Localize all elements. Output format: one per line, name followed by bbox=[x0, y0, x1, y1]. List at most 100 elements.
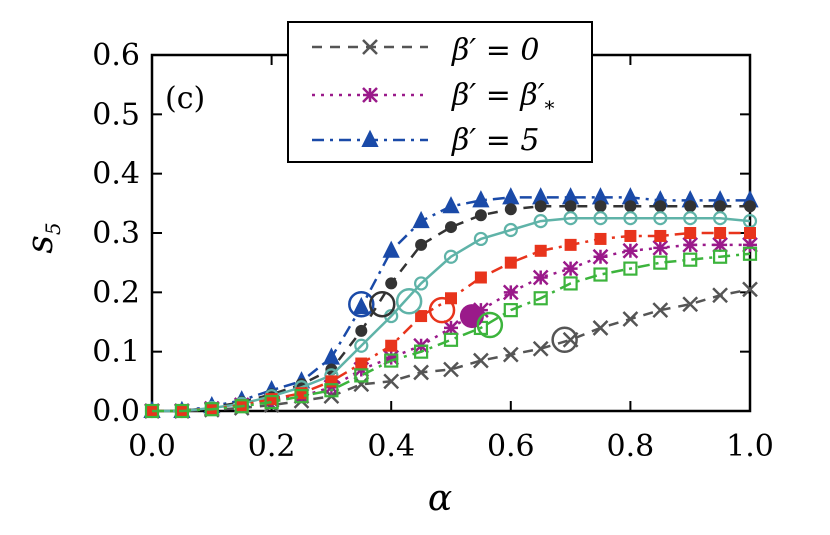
x-marker bbox=[712, 287, 728, 304]
open-circle-marker bbox=[473, 231, 488, 247]
legend-entry-2: β′ = β′* bbox=[451, 78, 555, 120]
y-axis-label-sub: 5 bbox=[41, 222, 65, 235]
asterisk-marker bbox=[502, 284, 519, 301]
x-marker bbox=[383, 373, 400, 390]
open-square-marker bbox=[324, 383, 339, 398]
filled-circle-marker bbox=[564, 200, 577, 213]
open-square-marker bbox=[563, 276, 578, 291]
series-layer bbox=[143, 187, 759, 419]
x-tick-label: 1.0 bbox=[726, 429, 774, 464]
triangle-marker bbox=[361, 129, 379, 147]
highlight-point bbox=[368, 290, 396, 318]
highlight-point bbox=[551, 326, 578, 354]
legend-entry-2-sub: * bbox=[545, 96, 555, 120]
triangle-marker bbox=[442, 196, 460, 214]
asterisk-marker bbox=[562, 260, 579, 277]
y-axis-label-main: s bbox=[20, 235, 61, 253]
filled-circle-marker bbox=[594, 200, 607, 213]
filled-square-marker bbox=[534, 244, 547, 257]
open-square-marker bbox=[503, 303, 518, 318]
filled-square-marker bbox=[445, 292, 457, 305]
highlight-point bbox=[428, 296, 456, 324]
filled-circle-marker bbox=[474, 209, 487, 222]
filled-circle-marker bbox=[684, 200, 697, 213]
open-circle-marker bbox=[354, 338, 369, 353]
y-tick-label: 0.6 bbox=[92, 38, 140, 73]
y-tick-label: 0.4 bbox=[92, 157, 140, 192]
x-axis-label: α bbox=[428, 478, 452, 519]
x-marker bbox=[413, 364, 429, 381]
asterisk-marker bbox=[592, 248, 609, 265]
x-marker bbox=[353, 376, 370, 393]
x-tick-label: 0.0 bbox=[128, 429, 176, 464]
open-square-marker bbox=[683, 252, 698, 267]
open-square-marker bbox=[264, 395, 279, 410]
filled-circle-marker bbox=[744, 200, 756, 213]
filled-square-marker bbox=[325, 375, 338, 388]
filled-square-marker bbox=[624, 229, 637, 242]
x-tick-label: 0.6 bbox=[487, 429, 535, 464]
x-marker bbox=[473, 352, 489, 369]
filled-circle-marker bbox=[714, 200, 727, 213]
asterisk-marker bbox=[712, 236, 728, 253]
legend-entry-2-main: β′ = β′ bbox=[451, 78, 545, 113]
open-square-marker bbox=[384, 353, 399, 368]
legend-entry-3: β′ = 5 bbox=[451, 123, 539, 158]
y-tick-label: 0.5 bbox=[92, 97, 140, 132]
highlight-point bbox=[395, 287, 423, 315]
asterisk-marker bbox=[532, 269, 549, 286]
x-tick-label: 0.4 bbox=[367, 429, 415, 464]
highlight-point bbox=[348, 290, 375, 318]
open-square-marker bbox=[623, 261, 638, 276]
filled-circle-marker bbox=[624, 200, 637, 213]
open-square-marker bbox=[593, 267, 608, 282]
triangle-marker bbox=[382, 240, 400, 258]
open-circle-marker bbox=[712, 211, 728, 226]
asterisk-marker bbox=[682, 236, 699, 253]
asterisk-marker bbox=[652, 239, 669, 256]
open-circle-marker bbox=[443, 249, 459, 264]
filled-square-marker bbox=[714, 227, 727, 239]
asterisk-marker bbox=[622, 242, 639, 259]
filled-circle-marker bbox=[385, 277, 398, 290]
open-square-marker bbox=[653, 255, 668, 270]
x-marker bbox=[443, 361, 459, 378]
series-line bbox=[152, 252, 751, 413]
legend-entry-1: β′ = 0 bbox=[451, 33, 539, 68]
filled-square-marker bbox=[654, 229, 667, 242]
legend-box bbox=[287, 21, 593, 163]
filled-square-marker bbox=[474, 271, 487, 284]
open-circle-marker bbox=[683, 211, 698, 226]
series-line bbox=[152, 288, 751, 413]
filled-square-marker bbox=[385, 339, 398, 352]
x-marker bbox=[622, 311, 639, 327]
x-marker bbox=[502, 346, 519, 363]
asterisk-marker bbox=[362, 87, 378, 103]
open-square-marker bbox=[533, 291, 548, 306]
open-square-marker bbox=[234, 399, 249, 414]
open-circle-marker bbox=[593, 211, 608, 226]
open-circle-marker bbox=[414, 276, 429, 291]
panel-label: (c) bbox=[165, 81, 205, 116]
filled-circle-marker bbox=[355, 324, 368, 337]
y-tick-label: 0.3 bbox=[92, 216, 140, 251]
filled-circle-marker bbox=[445, 221, 457, 234]
open-square-marker bbox=[443, 332, 459, 347]
open-square-marker bbox=[354, 368, 369, 383]
x-marker bbox=[742, 281, 758, 298]
series-line bbox=[152, 205, 750, 413]
triangle-marker bbox=[502, 187, 520, 205]
filled-square-marker bbox=[594, 232, 607, 245]
x-marker bbox=[532, 340, 549, 357]
open-circle-marker bbox=[533, 214, 548, 229]
x-marker bbox=[362, 39, 378, 55]
x-marker bbox=[652, 302, 669, 319]
filled-circle-marker bbox=[504, 203, 517, 216]
x-tick-label: 0.2 bbox=[248, 429, 296, 464]
open-square-marker bbox=[174, 403, 189, 419]
filled-circle-marker bbox=[534, 200, 547, 213]
svg-text:s5: s5 bbox=[20, 222, 65, 253]
open-square-marker bbox=[204, 402, 219, 417]
asterisk-marker bbox=[443, 320, 459, 336]
